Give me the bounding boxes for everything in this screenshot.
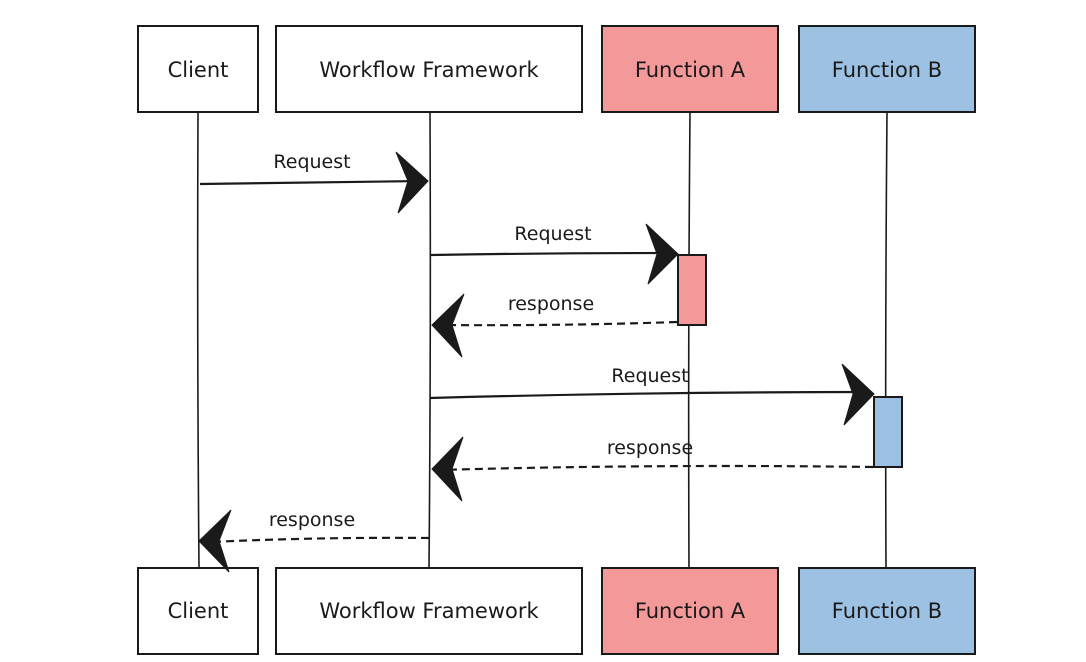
message-framework-to-function-b-request: Request [429, 363, 875, 426]
activation-function-a [677, 254, 707, 326]
participant-function-b-bottom-box [798, 567, 976, 655]
message-arrow-line [439, 320, 678, 327]
participant-client-bottom-label: Client [168, 599, 229, 623]
participant-function-a-bottom: Function A [601, 567, 779, 655]
participant-function-a-bottom-box [601, 567, 779, 655]
arrowhead-icon [431, 436, 464, 502]
participant-function-b-top-label: Function B [832, 58, 942, 82]
participant-framework-bottom-box [275, 567, 583, 655]
participant-function-b-bottom-label: Function B [832, 599, 942, 623]
participant-framework-top-box [275, 25, 583, 113]
message-label: Request [273, 151, 350, 173]
message-arrow-line [439, 464, 874, 472]
participant-function-b-top: Function B [798, 25, 976, 113]
message-arrow-line [209, 536, 430, 544]
message-arrow-line [429, 390, 869, 400]
participant-client-top-box [137, 25, 259, 113]
message-client-to-framework-request: Request [199, 151, 429, 214]
arrowhead-icon [395, 151, 429, 214]
participant-function-a-top-label: Function A [635, 58, 746, 82]
message-label: response [269, 509, 355, 531]
participant-client-top: Client [137, 25, 259, 113]
lifeline-function-a [687, 111, 691, 569]
participant-function-a-bottom-label: Function A [635, 599, 746, 623]
message-label: Request [611, 365, 688, 387]
participant-framework-top-label: Workflow Framework [319, 58, 539, 82]
lifeline-client [196, 111, 200, 569]
participant-function-a-top: Function A [601, 25, 779, 113]
message-label: Request [514, 223, 591, 245]
arrowhead-icon [645, 223, 679, 285]
participant-framework-bottom: Workflow Framework [275, 567, 583, 655]
message-arrow-line [199, 179, 425, 186]
lifeline-framework [428, 111, 432, 569]
participant-function-b-top-box [798, 25, 976, 113]
participant-client-top-label: Client [168, 58, 229, 82]
message-arrow-line [430, 251, 673, 257]
message-function-a-to-framework-response: response [431, 293, 678, 358]
participant-client-bottom: Client [137, 567, 259, 655]
participant-framework-top: Workflow Framework [275, 25, 583, 113]
participant-function-b-bottom: Function B [798, 567, 976, 655]
arrowhead-icon [841, 363, 875, 426]
message-function-b-to-framework-response: response [431, 436, 874, 502]
message-framework-to-function-a-request: Request [430, 223, 679, 285]
activation-function-b [873, 396, 903, 468]
arrowhead-icon [198, 509, 232, 573]
lifeline-function-b [884, 111, 888, 569]
participant-framework-bottom-label: Workflow Framework [319, 599, 539, 623]
message-framework-to-client-response: response [198, 509, 430, 573]
participant-function-a-top-box [601, 25, 779, 113]
message-label: response [508, 293, 594, 315]
participant-client-bottom-box [137, 567, 259, 655]
message-label: response [607, 437, 693, 459]
arrowhead-icon [431, 293, 465, 358]
